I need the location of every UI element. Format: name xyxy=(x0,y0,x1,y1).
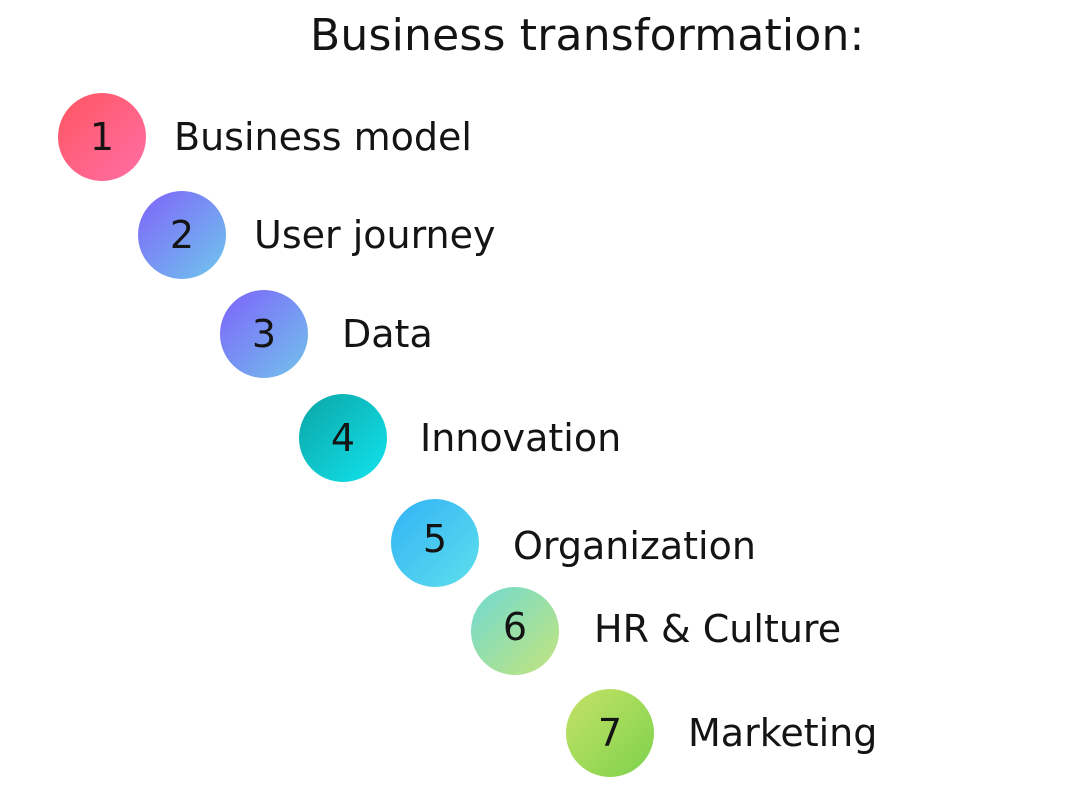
diagram-title: Business transformation: xyxy=(310,10,865,61)
step-7: 7 Marketing xyxy=(566,689,877,777)
step-5-number-badge: 5 xyxy=(391,499,479,587)
step-6: 6 HR & Culture xyxy=(471,587,841,675)
step-3-number-badge: 3 xyxy=(220,290,308,378)
step-1-label: Business model xyxy=(174,115,472,159)
step-6-label: HR & Culture xyxy=(594,607,842,651)
step-2-number-badge: 2 xyxy=(138,191,226,279)
step-4: 4 Innovation xyxy=(299,394,621,482)
step-3-label: Data xyxy=(342,312,433,356)
step-4-label: Innovation xyxy=(420,416,622,460)
step-1: 1 Business model xyxy=(58,93,472,181)
step-2-label: User journey xyxy=(254,213,496,257)
step-1-number-badge: 1 xyxy=(58,93,146,181)
step-6-number-badge: 6 xyxy=(471,587,559,675)
step-5-label: Organization xyxy=(513,524,756,568)
step-3: 3 Data xyxy=(220,290,433,378)
step-2: 2 User journey xyxy=(138,191,496,279)
step-4-number-badge: 4 xyxy=(299,394,387,482)
step-5: 5 Organization xyxy=(391,499,756,587)
step-7-label: Marketing xyxy=(688,711,878,755)
step-7-number-badge: 7 xyxy=(566,689,654,777)
